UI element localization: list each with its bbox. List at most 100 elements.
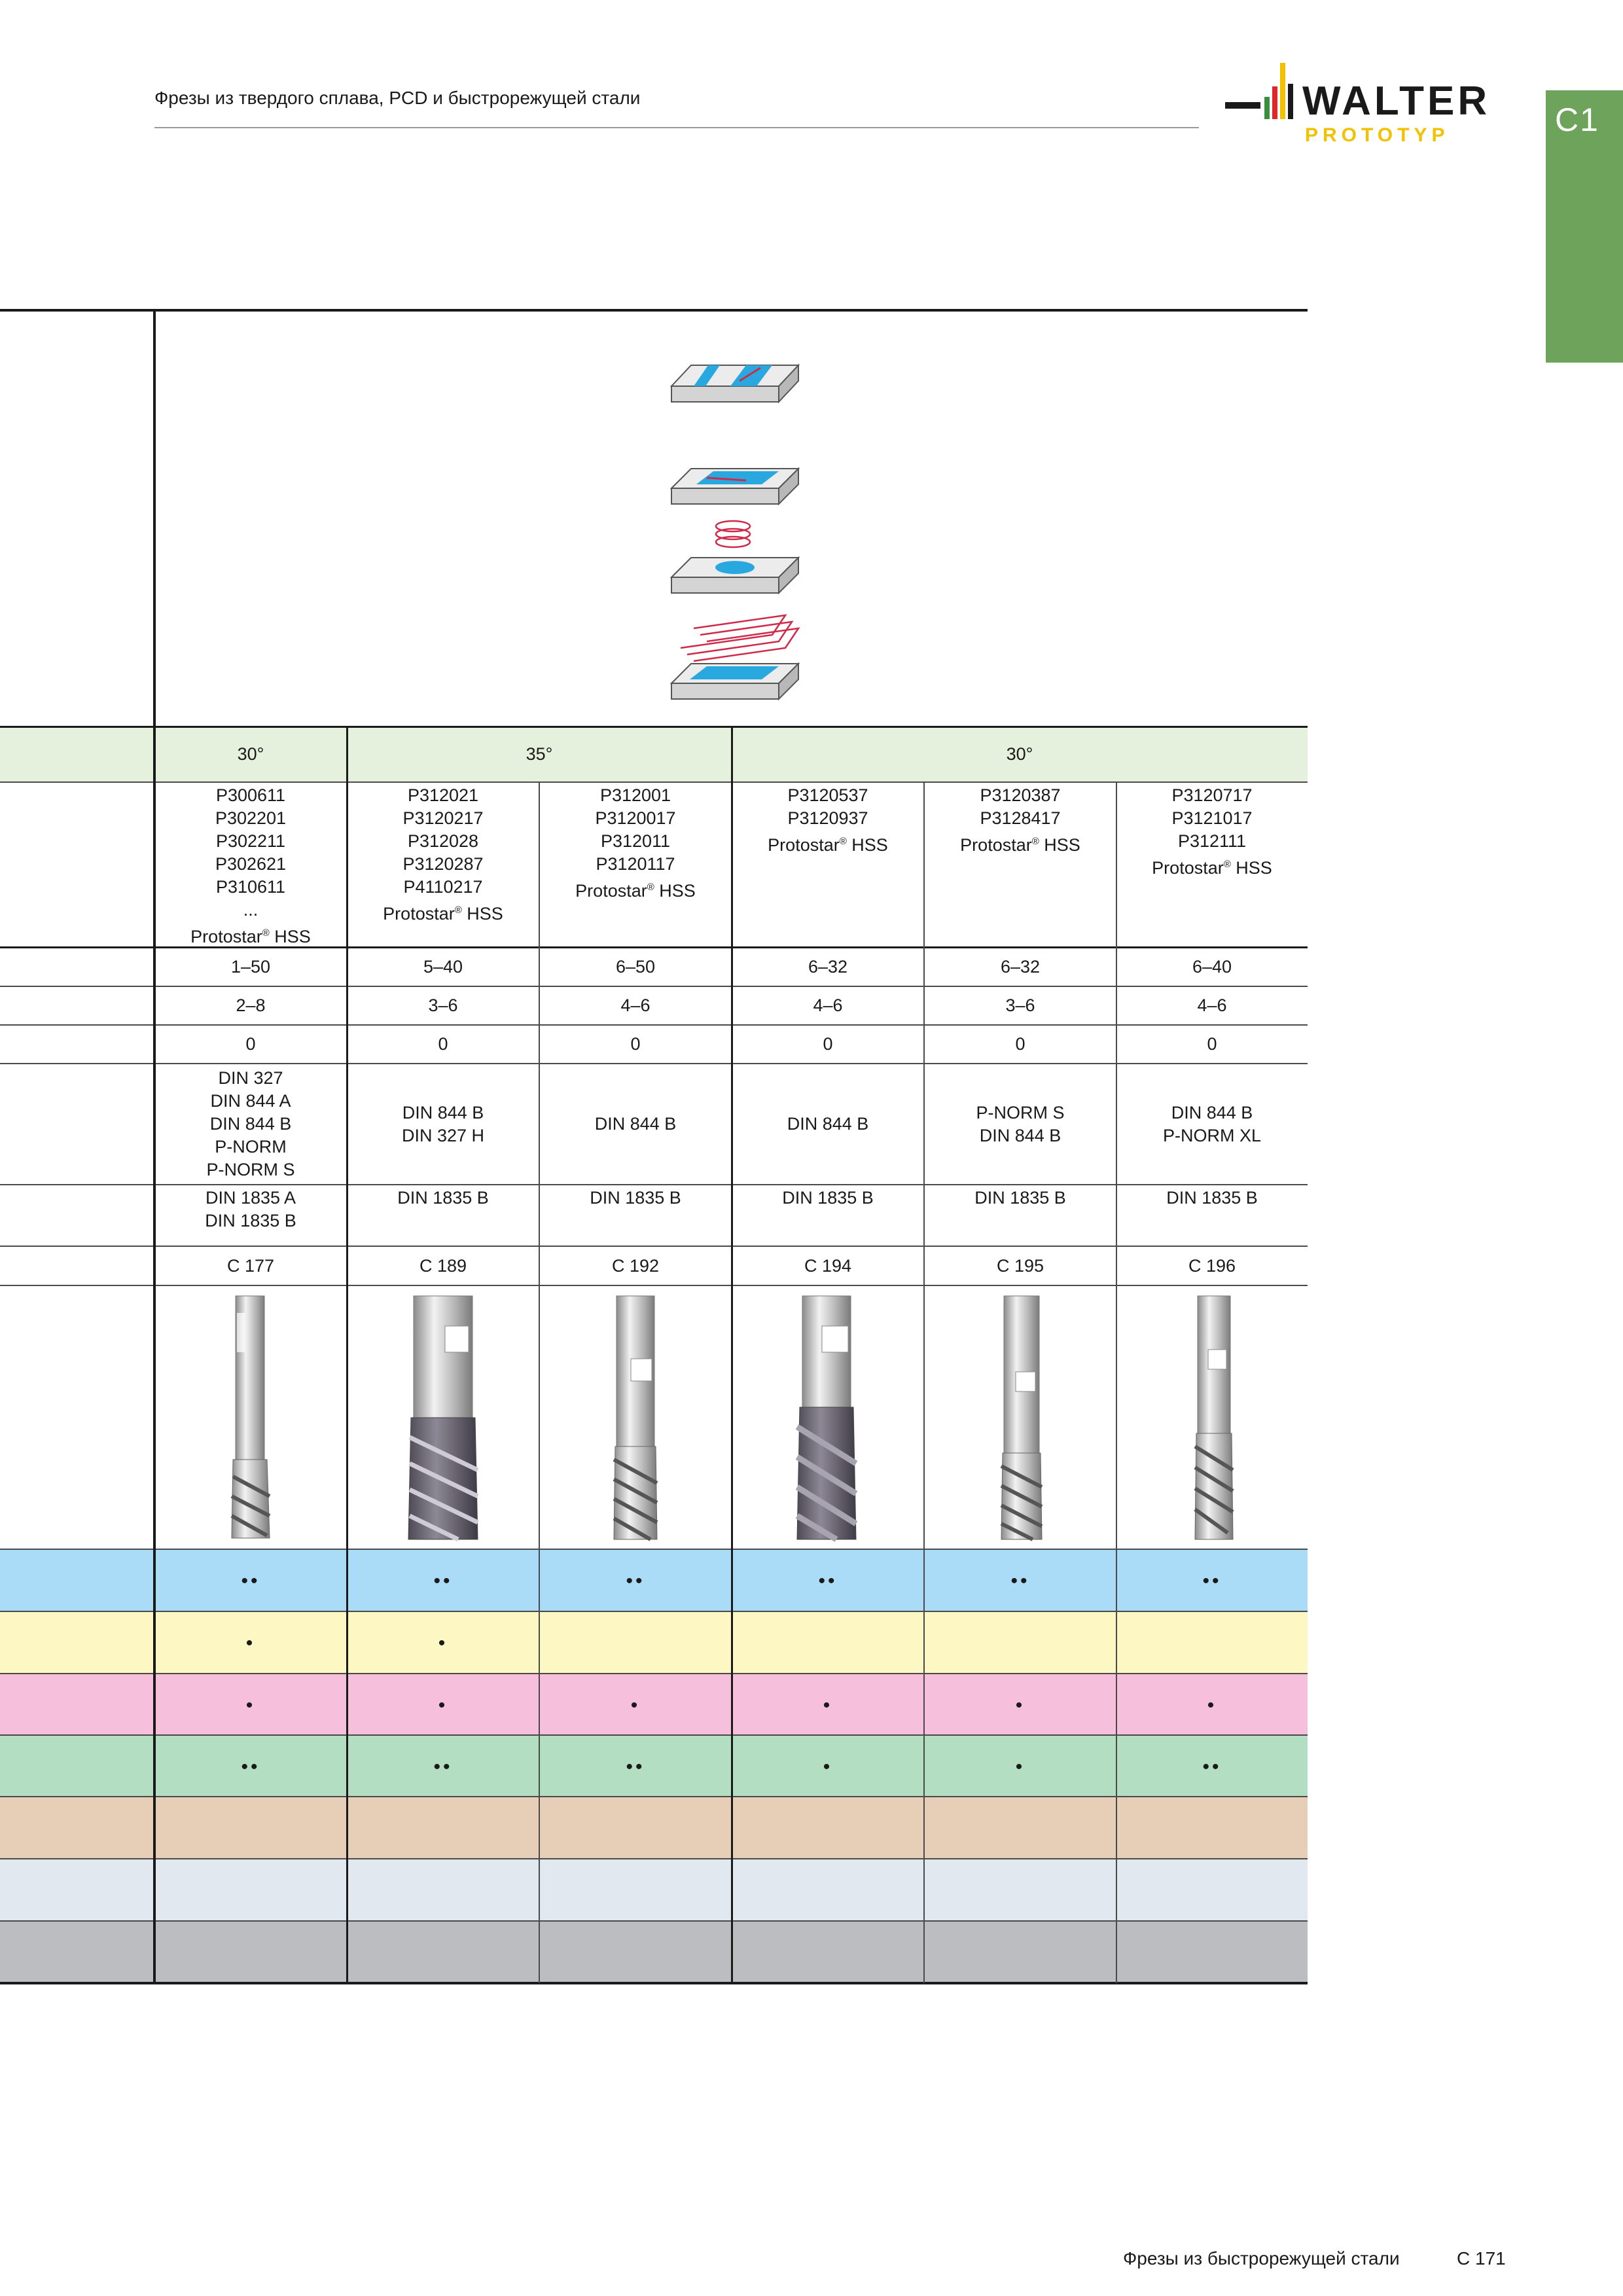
material-suitability: • xyxy=(1207,1694,1217,1716)
product-codes-line: P3120117 xyxy=(596,854,675,874)
brand-name: Protostar xyxy=(190,927,262,946)
product-codes-line: P312021 xyxy=(407,785,479,805)
standard-line: DIN 327 H xyxy=(401,1125,485,1145)
logo-bar-yellow xyxy=(1280,63,1285,119)
shank-type-line: DIN 1835 B xyxy=(974,1188,1066,1208)
tolerance: 0 xyxy=(245,1034,256,1054)
catalog-page: C 177 xyxy=(226,1255,275,1276)
brand-suffix: HSS xyxy=(269,927,311,946)
brand-label: Protostar® HSS xyxy=(768,830,888,857)
chapter-label: C1 xyxy=(1555,101,1599,138)
diameter-range: 6–50 xyxy=(615,956,656,977)
standard-line: DIN 844 B xyxy=(979,1125,1061,1145)
helix-angle-band xyxy=(0,727,1308,781)
shank-type-line: DIN 1835 B xyxy=(1166,1188,1258,1208)
standard: DIN 844 B xyxy=(732,1064,924,1184)
end-mill-image xyxy=(1000,1295,1043,1541)
table-rule xyxy=(0,1285,1308,1286)
product-codes-line: P3120387 xyxy=(980,785,1061,805)
table-column-rule xyxy=(731,726,733,1983)
material-suitability: •• xyxy=(241,1570,260,1592)
logo-bar-black xyxy=(1225,102,1260,109)
flute-count: 4–6 xyxy=(813,996,843,1015)
product-codes-line: P302201 xyxy=(215,808,287,828)
material-suitability: •• xyxy=(241,1755,260,1778)
material-suitability: • xyxy=(438,1694,448,1716)
material-band xyxy=(0,1550,1308,1612)
slot-milling-icon xyxy=(669,363,800,404)
chapter-tab[interactable]: C1 xyxy=(1546,90,1623,363)
table-rule xyxy=(0,986,1308,987)
material-suitability: •• xyxy=(1202,1570,1222,1592)
logo-bar-dark xyxy=(1288,84,1293,119)
standard-line: P-NORM S xyxy=(206,1160,295,1179)
diameter-range: 5–40 xyxy=(423,956,463,977)
table-rule xyxy=(0,1796,1308,1797)
table-column-rule xyxy=(1116,781,1117,1983)
tolerance: 0 xyxy=(1207,1034,1217,1054)
logo-subtitle: PROTOTYP xyxy=(1305,124,1450,146)
material-suitability: •• xyxy=(1010,1570,1030,1592)
standard-line: P-NORM XL xyxy=(1162,1125,1262,1145)
operation-icons xyxy=(669,363,800,701)
shank-type-line: DIN 1835 B xyxy=(205,1211,296,1230)
material-suitability xyxy=(924,1797,1116,1859)
table-rule xyxy=(0,781,1308,783)
material-band xyxy=(0,1674,1308,1736)
material-suitability: • xyxy=(823,1755,833,1778)
material-suitability xyxy=(1116,1612,1308,1674)
material-suitability xyxy=(154,1922,347,1982)
table-rule xyxy=(0,309,1308,312)
material-suitability: •• xyxy=(818,1570,838,1592)
table-rule xyxy=(0,1549,1308,1550)
logo-bar-green xyxy=(1264,97,1270,119)
material-suitability xyxy=(154,1797,347,1859)
walter-prototyp-logo: WALTER PROTOTYP xyxy=(1225,58,1500,145)
product-codes-line: P302211 xyxy=(215,831,286,851)
shank-type: DIN 1835 B xyxy=(539,1185,732,1247)
standard-line: DIN 844 B xyxy=(787,1114,869,1134)
product-codes-line: P310611 xyxy=(215,877,286,897)
footer-title: Фрезы из быстрорежущей стали xyxy=(1123,2248,1400,2269)
catalog-page: C 194 xyxy=(804,1255,852,1276)
footer-page-number: C 171 xyxy=(1457,2248,1506,2269)
brand-label: Protostar® HSS xyxy=(575,876,696,903)
bore-milling-icon xyxy=(669,556,800,595)
catalog-page: C 196 xyxy=(1188,1255,1236,1276)
brand-name: Protostar xyxy=(768,835,840,855)
table-rule xyxy=(0,1184,1308,1185)
logo-bar-red xyxy=(1272,86,1277,119)
product-codes-line: P312001 xyxy=(599,785,671,805)
material-suitability xyxy=(539,1797,732,1859)
table-rule xyxy=(0,946,1308,948)
table-rule xyxy=(0,1920,1308,1922)
material-suitability: •• xyxy=(626,1570,645,1592)
brand-suffix: HSS xyxy=(461,904,503,924)
tolerance: 0 xyxy=(823,1034,833,1054)
product-codes-line: P3120537 xyxy=(787,785,868,805)
table-column-rule xyxy=(346,726,348,1983)
flute-count: 3–6 xyxy=(1005,996,1035,1015)
end-mill-image xyxy=(613,1295,658,1541)
shank-type-line: DIN 1835 B xyxy=(590,1188,681,1208)
material-suitability xyxy=(924,1612,1116,1674)
standard-line: DIN 844 B xyxy=(402,1102,484,1122)
material-suitability xyxy=(1116,1859,1308,1922)
ramping-icon xyxy=(680,614,800,662)
product-codes-line: P300611 xyxy=(215,785,286,805)
table-rule xyxy=(0,726,1308,728)
helical-interpolation-icon xyxy=(715,520,751,548)
standard-line: DIN 844 A xyxy=(210,1091,291,1111)
material-band xyxy=(0,1859,1308,1922)
product-codes-line: P3120937 xyxy=(787,808,868,828)
product-codes-line: P312011 xyxy=(600,831,671,851)
brand-label: Protostar® HSS xyxy=(383,899,503,925)
product-codes-line: P3120217 xyxy=(402,808,484,828)
catalog-page: C 195 xyxy=(996,1255,1044,1276)
helix-angle-cell: 30° xyxy=(237,744,264,764)
product-codes-line: P3120717 xyxy=(1171,785,1253,805)
brand-label: Protostar® HSS xyxy=(960,830,1080,857)
